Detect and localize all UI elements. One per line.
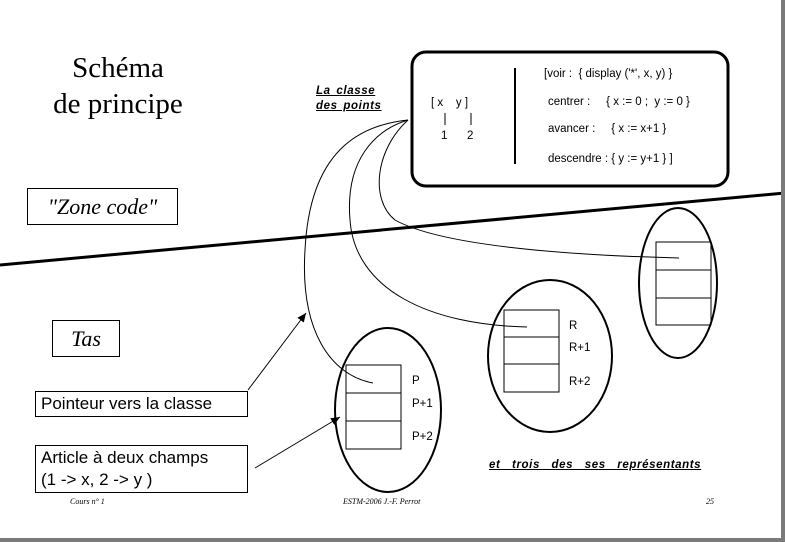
right-shadow-edge <box>781 0 785 542</box>
class-pointer-curve-r <box>348 119 528 328</box>
address-p-plus-2: P+2 <box>412 431 433 443</box>
footer-page-number: 25 <box>706 497 714 506</box>
class-fields-row: [ x y ] <box>431 97 469 109</box>
slide-title: Schéma de principe <box>30 50 206 122</box>
zone-code-label: "Zone code" <box>27 188 178 225</box>
object-ellipse-p <box>334 327 442 493</box>
field-index-2: 2 <box>467 130 474 142</box>
object-ellipse-r <box>487 279 613 433</box>
zone-divider-line <box>0 191 785 267</box>
article-callout-line-1: Article à deux champs <box>41 448 209 467</box>
class-definition-box <box>410 50 730 188</box>
pointer-callout-box: Pointeur vers la classe <box>35 391 248 417</box>
field-index-1: 1 <box>441 130 448 142</box>
bottom-shadow-edge <box>0 538 785 542</box>
representatives-caption: et trois des ses représentants <box>489 459 702 471</box>
footer-course: Cours n° 1 <box>70 497 105 506</box>
address-r-plus-1: R+1 <box>569 342 591 354</box>
pointer-callout-text: Pointeur vers la classe <box>41 394 213 413</box>
class-caption-line-1: La classe <box>316 85 376 97</box>
memory-cells-p <box>345 364 402 450</box>
tas-label: Tas <box>52 320 120 357</box>
article-callout-line-2: (1 -> x, 2 -> y ) <box>41 470 153 489</box>
method-voir: [voir : { display ('*', x, y) } <box>544 68 673 80</box>
method-avancer: avancer : { x := x+1 } <box>548 123 667 135</box>
address-p-plus-1: P+1 <box>412 398 433 410</box>
address-r: R <box>569 320 578 332</box>
method-centrer: centrer : { x := 0 ; y := 0 } <box>548 96 690 108</box>
title-line-2: de principe <box>53 88 183 120</box>
class-pointer-curve-p <box>303 119 409 384</box>
footer-author: ESTM-2006 J.-F. Perrot <box>343 497 421 506</box>
pointer-callout-arrow <box>247 312 307 391</box>
article-callout-arrow <box>254 416 341 469</box>
object-ellipse-3 <box>638 207 718 359</box>
class-caption-line-2: des points <box>316 100 382 112</box>
class-pointer-curve-3 <box>378 119 680 259</box>
address-r-plus-2: R+2 <box>569 376 591 388</box>
memory-cells-r <box>503 309 560 393</box>
address-p: P <box>412 375 420 387</box>
article-callout-box: Article à deux champs (1 -> x, 2 -> y ) <box>35 445 248 493</box>
method-descendre: descendre : { y := y+1 } ] <box>548 153 673 165</box>
memory-cells-3 <box>655 241 712 326</box>
title-line-1: Schéma <box>72 52 164 84</box>
